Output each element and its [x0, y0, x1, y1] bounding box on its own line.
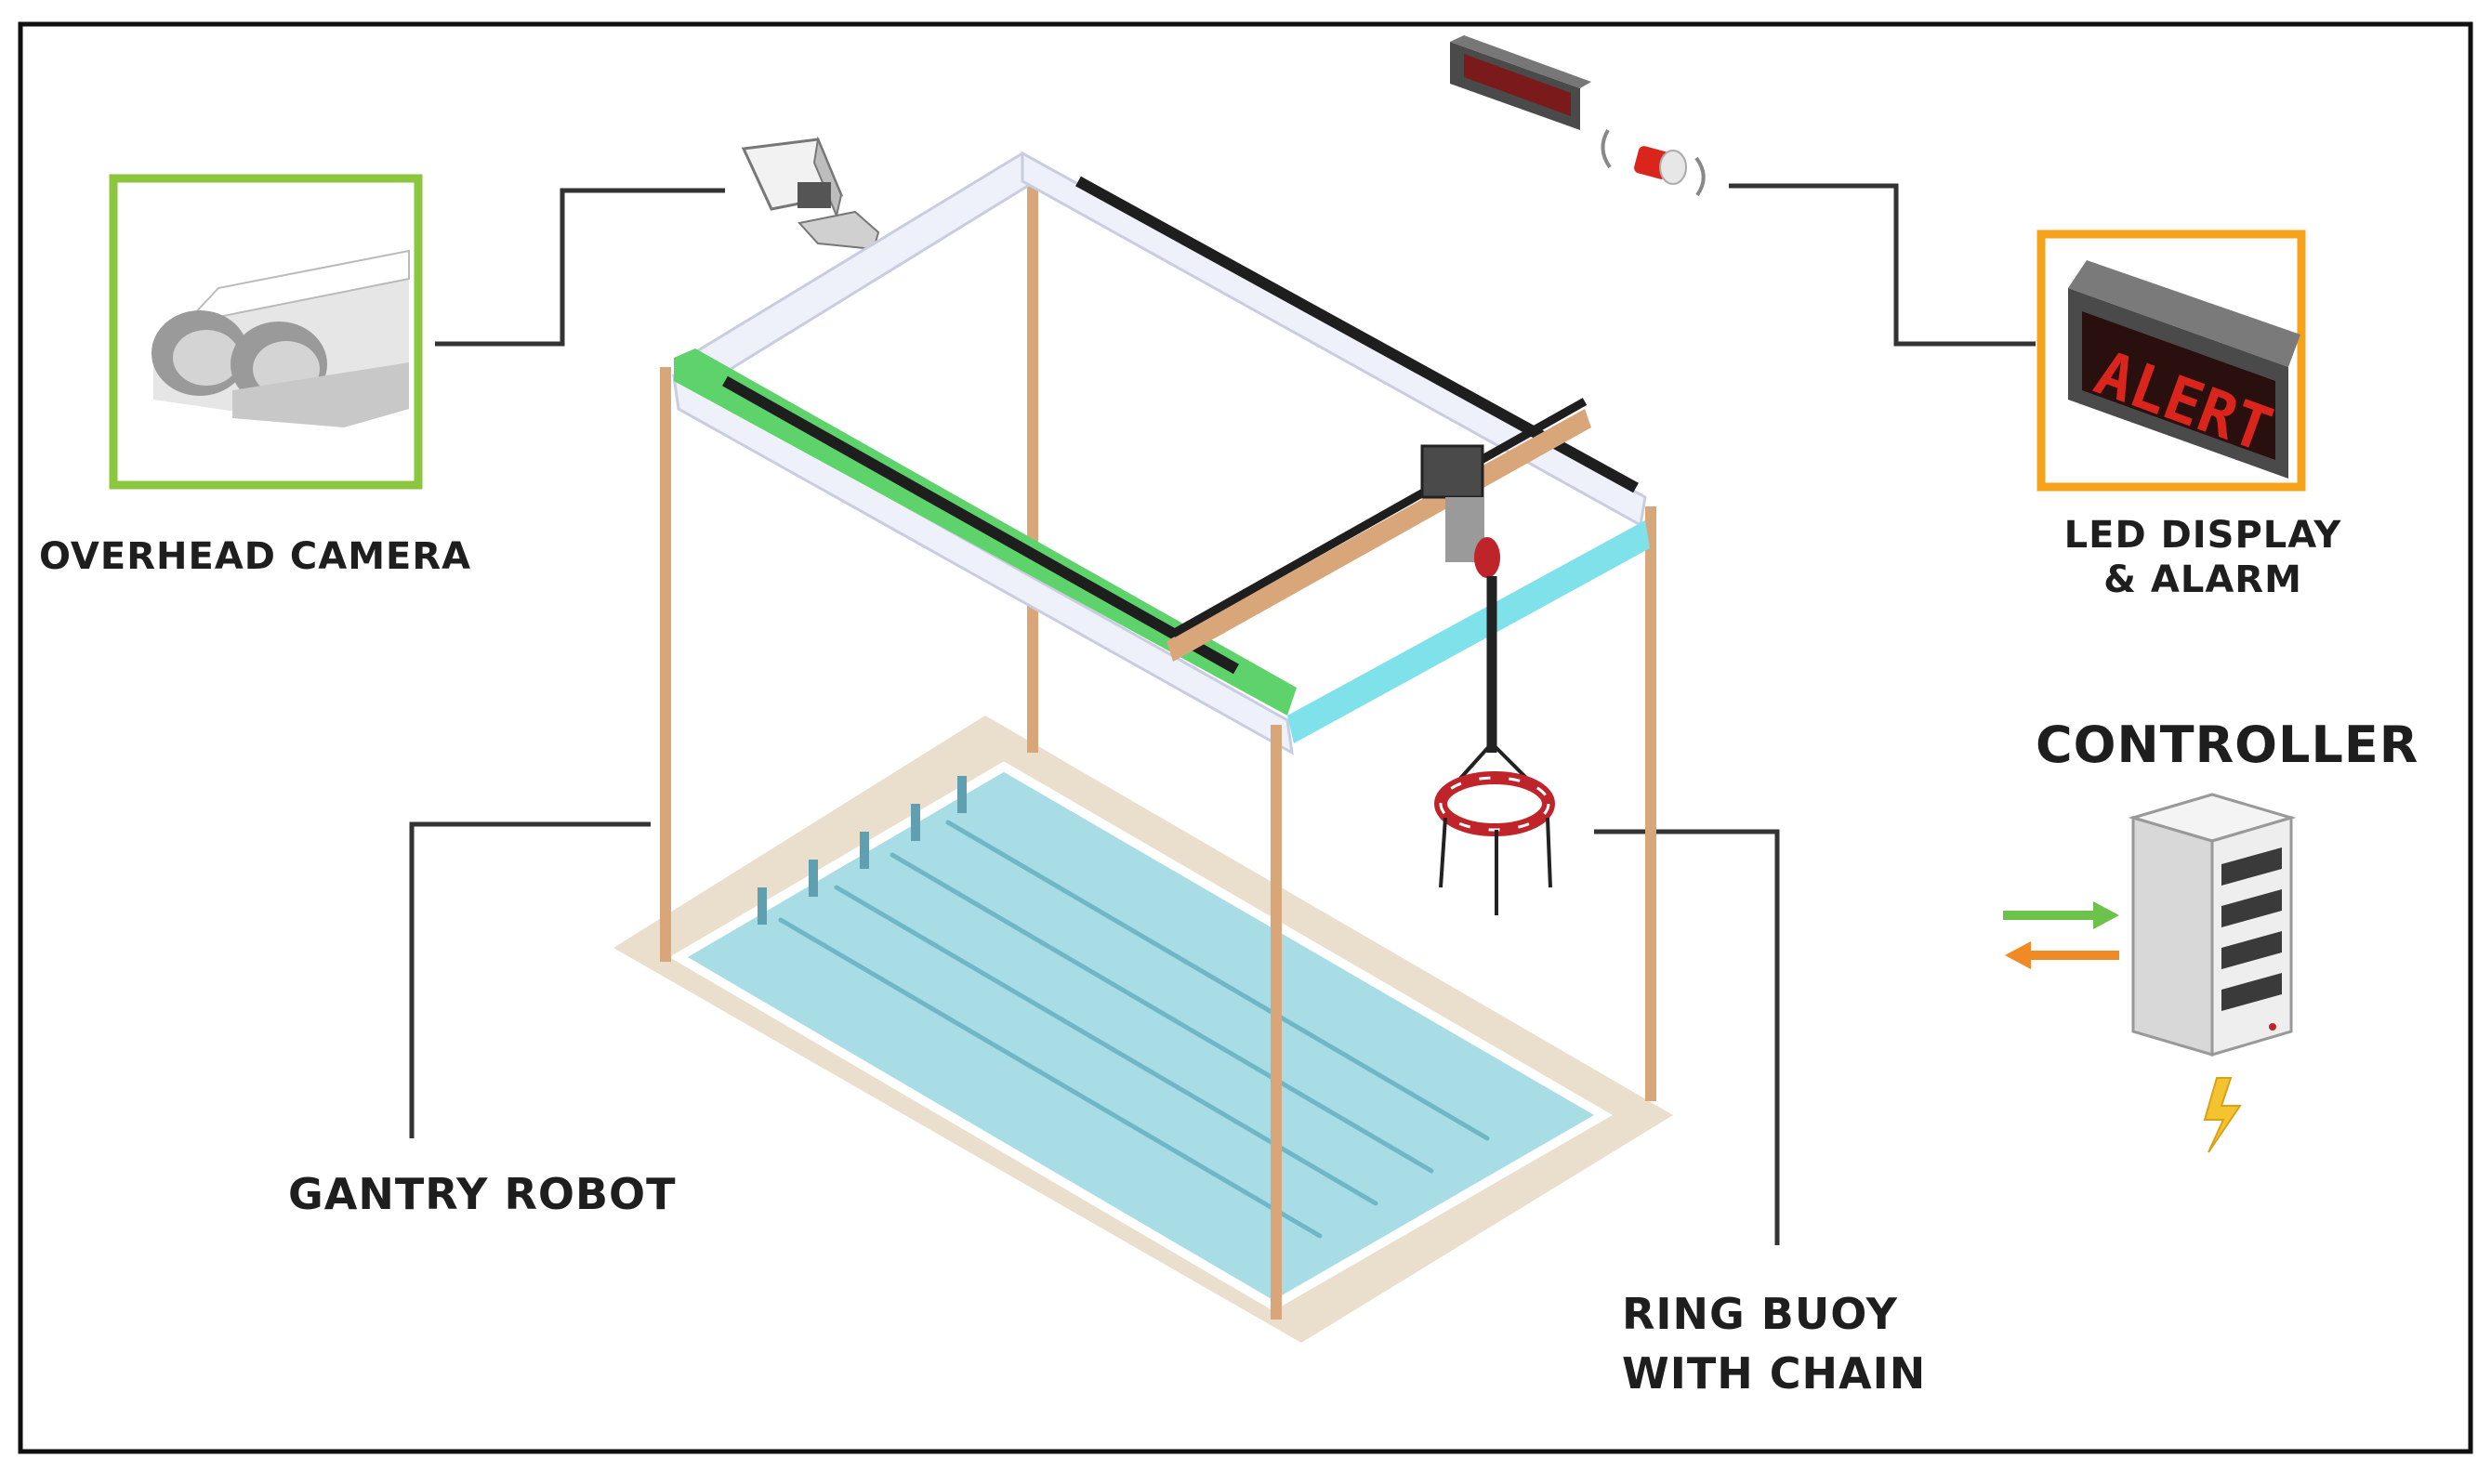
gantry-rail-cyan — [1287, 520, 1650, 743]
diagram-border — [18, 21, 2473, 1454]
camera-connector — [435, 188, 725, 347]
ring-buoy-label-line2: WITH CHAIN — [1622, 1348, 1927, 1399]
controller-label: CONTROLLER — [2036, 716, 2419, 774]
lightning-bolt-icon — [2203, 1077, 2242, 1153]
led-sign-large-icon: ALERT — [2068, 260, 2300, 479]
buoy-connector — [1594, 829, 1780, 1245]
gantry-post — [660, 367, 671, 962]
gantry-robot — [660, 151, 1656, 1320]
swimming-pool — [613, 716, 1673, 1343]
led-display-label-line1: LED DISPLAY — [2063, 514, 2342, 557]
alarm-siren-icon — [1601, 128, 1706, 197]
overhead-camera-inset — [109, 174, 423, 490]
server-rack-icon — [2128, 793, 2297, 1057]
pool-lane-lines — [778, 820, 1490, 1239]
gantry-rail-back-top — [1021, 151, 1647, 528]
gantry-connector — [409, 821, 651, 1138]
camera-icon — [741, 136, 880, 251]
overhead-camera-label: OVERHEAD CAMERA — [39, 535, 472, 578]
led-sign-icon — [1450, 35, 1591, 130]
pool-lane-markers — [758, 776, 967, 925]
data-arrows-icon — [2003, 901, 2119, 969]
gantry-rail-front — [672, 374, 1294, 755]
gantry-post — [1271, 725, 1282, 1320]
pool-water — [669, 761, 1613, 1311]
gantry-rail-back-left — [676, 151, 1046, 390]
led-display-label: LED DISPLAY & ALARM — [1989, 513, 2417, 602]
gantry-bridge-beam — [1166, 409, 1591, 662]
gantry-trolley — [1420, 444, 1484, 499]
gantry-post — [1645, 506, 1656, 1101]
led-display-label-line2: & ALARM — [2103, 558, 2302, 601]
led-connector — [1729, 183, 2036, 347]
gantry-post — [1027, 186, 1038, 753]
gantry-robot-label: GANTRY ROBOT — [288, 1169, 677, 1219]
led-display-inset: ALERT — [2036, 230, 2306, 492]
camera-housing-icon — [152, 249, 410, 427]
ring-buoy-label: RING BUOY WITH CHAIN — [1622, 1284, 1926, 1403]
ring-buoy-icon — [1434, 742, 1555, 915]
controller-group — [2003, 793, 2297, 1153]
ring-buoy-label-line1: RING BUOY — [1622, 1289, 1898, 1339]
